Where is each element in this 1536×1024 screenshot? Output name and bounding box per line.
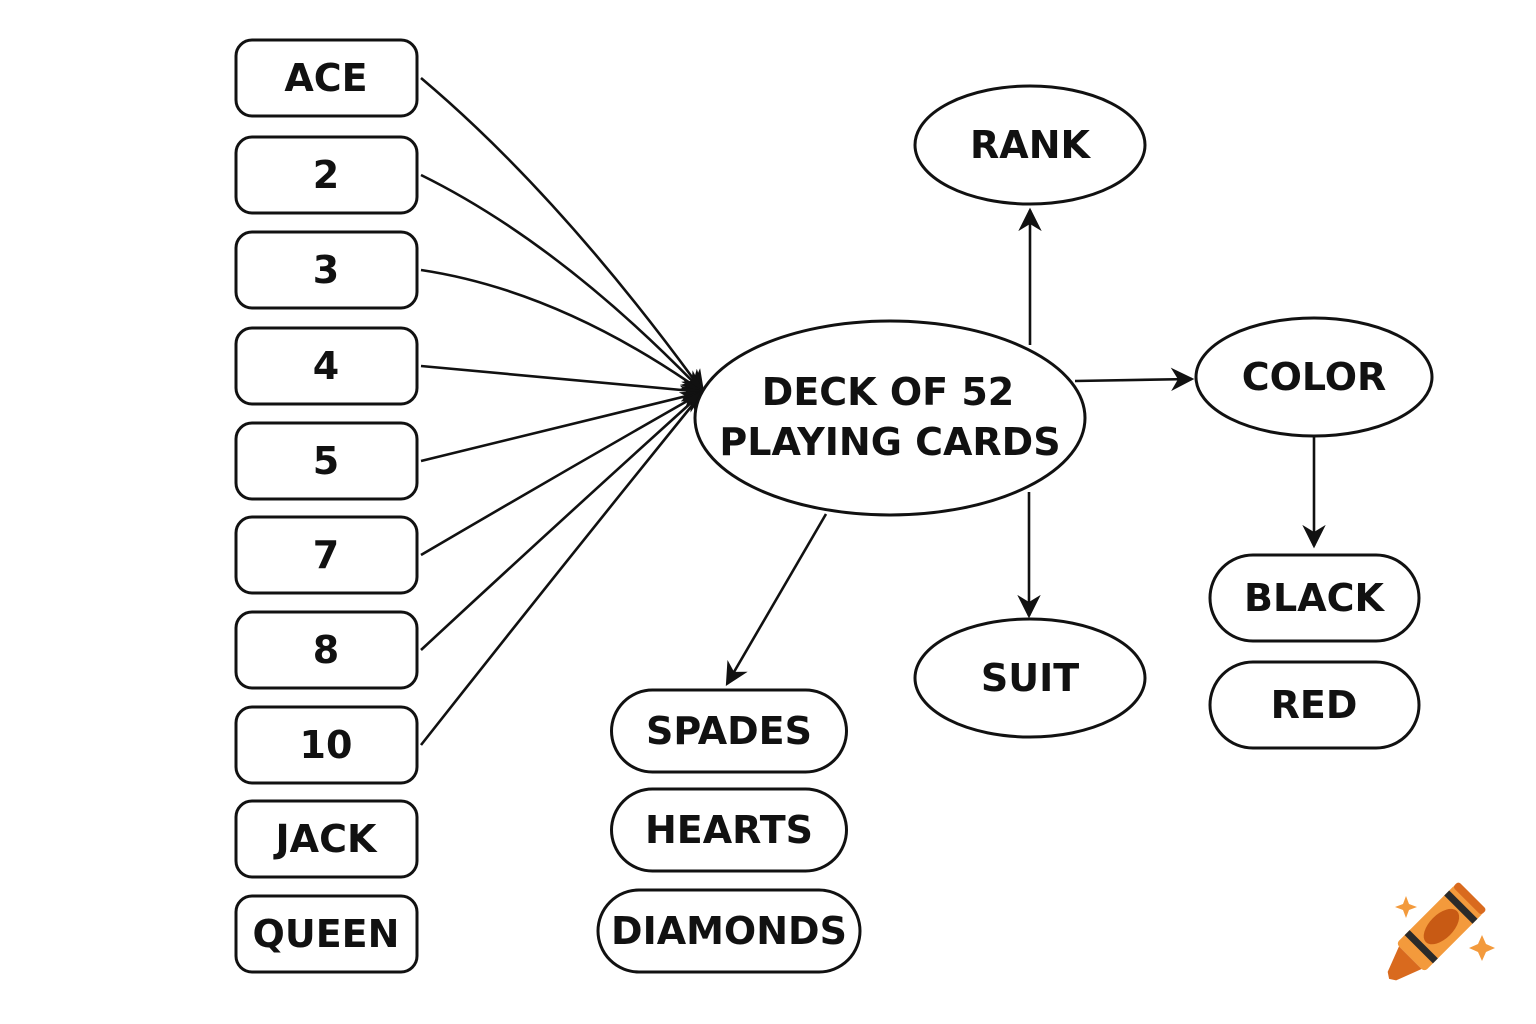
deck-to-suits-arrow bbox=[725, 513, 828, 687]
color-option[interactable]: BLACK bbox=[1208, 553, 1421, 643]
rank-to-deck-arrow bbox=[420, 390, 706, 557]
rank-to-deck-arrow bbox=[420, 77, 705, 394]
color-node[interactable]: COLOR bbox=[1194, 316, 1434, 438]
suit-option[interactable]: SPADES bbox=[610, 688, 848, 774]
rank-item-label: 10 bbox=[300, 723, 353, 767]
color-option-label: BLACK bbox=[1244, 576, 1385, 620]
suit-option[interactable]: HEARTS bbox=[610, 787, 848, 873]
rank-item-label: 3 bbox=[313, 248, 339, 292]
rank-item-label: 7 bbox=[313, 533, 339, 577]
rank-item[interactable]: 2 bbox=[234, 135, 419, 215]
rank-item[interactable]: 3 bbox=[234, 230, 419, 310]
rank-to-deck-arrow bbox=[419, 390, 705, 746]
rank-item[interactable]: 8 bbox=[234, 610, 419, 690]
rank-item[interactable]: 7 bbox=[234, 515, 419, 595]
rank-item-label: QUEEN bbox=[253, 912, 400, 956]
rank-to-deck-arrow bbox=[420, 390, 705, 651]
rank-item[interactable]: 4 bbox=[234, 326, 419, 406]
rank-item[interactable]: 5 bbox=[234, 421, 419, 501]
deck-to-color-arrow bbox=[1074, 367, 1195, 392]
center-node[interactable]: DECK OF 52 PLAYING CARDS bbox=[693, 319, 1087, 517]
rank-to-deck-arrow bbox=[420, 173, 705, 394]
color-option-label: RED bbox=[1271, 683, 1358, 727]
rank-item[interactable]: QUEEN bbox=[234, 894, 419, 974]
rank-node[interactable]: RANK bbox=[913, 84, 1147, 206]
rank-label: RANK bbox=[970, 123, 1091, 167]
rank-item[interactable]: JACK bbox=[234, 799, 419, 879]
suit-option-label: DIAMONDS bbox=[611, 909, 847, 953]
color-option[interactable]: RED bbox=[1208, 660, 1421, 750]
suit-node[interactable]: SUIT bbox=[913, 617, 1147, 739]
suit-option-label: SPADES bbox=[646, 709, 812, 753]
suit-option[interactable]: DIAMONDS bbox=[596, 888, 862, 974]
suit-option-label: HEARTS bbox=[645, 808, 813, 852]
center-label-line2: PLAYING CARDS bbox=[719, 420, 1060, 464]
rank-item-label: ACE bbox=[284, 56, 367, 100]
rank-item-label: JACK bbox=[273, 817, 378, 861]
crayon-icon bbox=[1387, 882, 1486, 981]
rank-to-deck-arrow bbox=[420, 364, 706, 402]
center-label-line1: DECK OF 52 bbox=[762, 370, 1014, 414]
rank-item[interactable]: 10 bbox=[234, 705, 419, 785]
rank-to-deck-arrow bbox=[420, 268, 705, 394]
rank-item-label: 4 bbox=[313, 344, 339, 388]
sparkle-icon bbox=[1469, 935, 1495, 961]
rank-item-label: 2 bbox=[313, 153, 339, 197]
rank-item[interactable]: ACE bbox=[234, 38, 419, 118]
rank-item-label: 8 bbox=[313, 628, 339, 672]
rank-to-deck-arrow bbox=[420, 385, 706, 463]
rank-item-label: 5 bbox=[313, 439, 339, 483]
color-label: COLOR bbox=[1242, 355, 1387, 399]
suit-label: SUIT bbox=[981, 656, 1079, 700]
sparkle-icon bbox=[1395, 896, 1417, 918]
